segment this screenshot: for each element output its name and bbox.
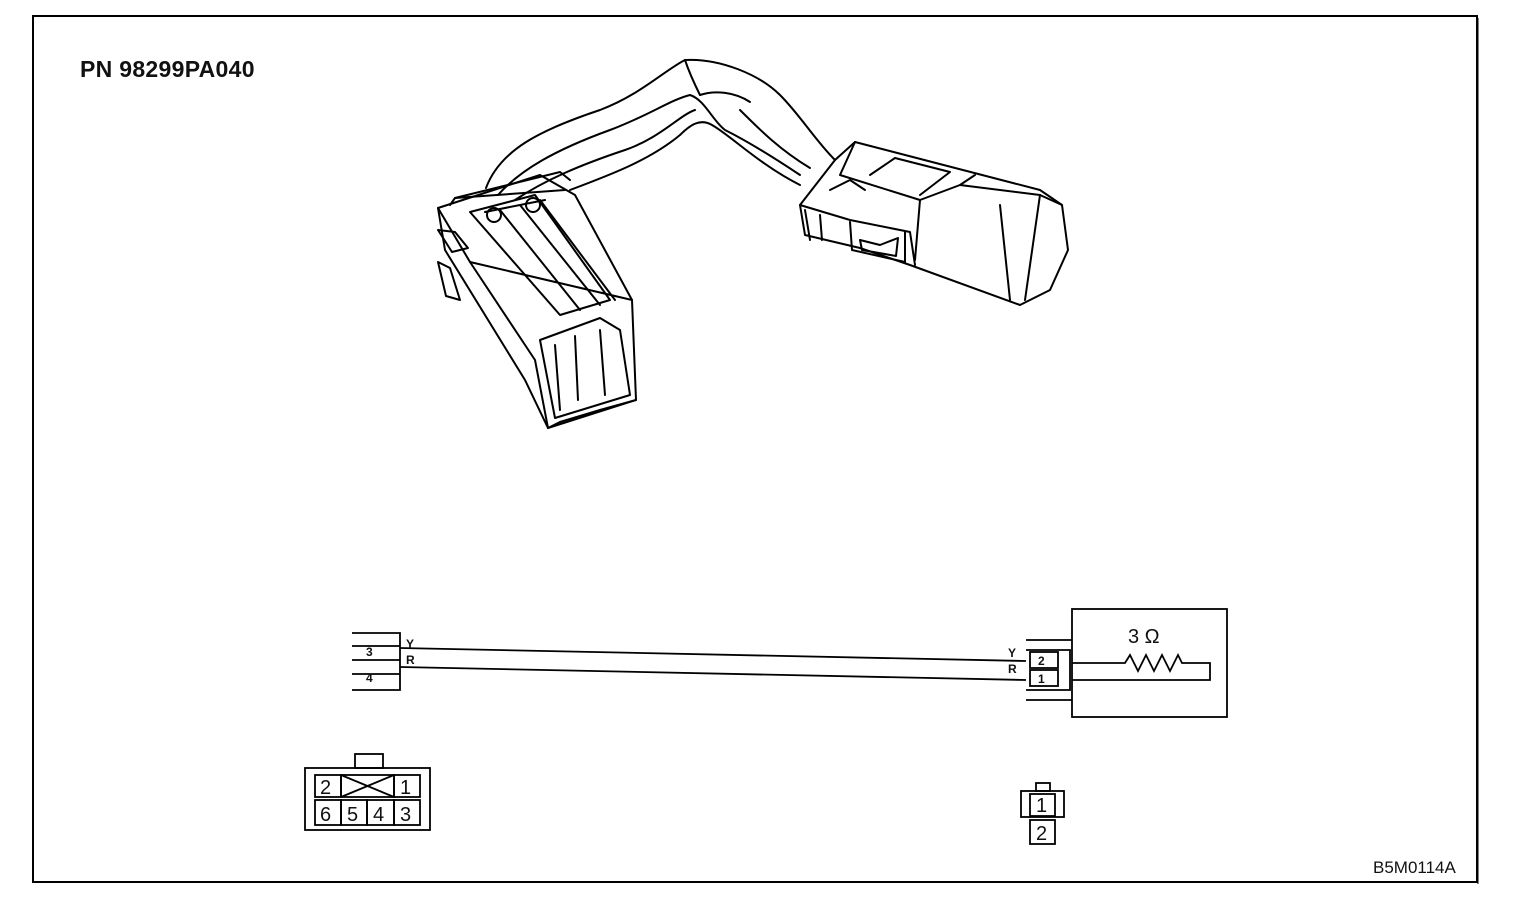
left-wire-color-1: Y: [406, 637, 414, 651]
right-terminal-1: 2: [1038, 654, 1045, 668]
right-wire-color-1: Y: [1008, 646, 1016, 660]
page-title: PN 98299PA040: [80, 56, 255, 82]
face-2pin-pin-2: 2: [1036, 823, 1047, 845]
figure-code: B5M0114A: [1373, 858, 1456, 877]
schematic-labels: 3 4 Y R Y R 2 1 3 Ω 2 1 6 5 4 3 1 2: [320, 626, 1160, 845]
face-2pin-latch: [1035, 782, 1051, 792]
left-connector-bracket: [352, 632, 401, 691]
left-terminal-1: 3: [366, 645, 373, 659]
face-6pin-pin-1: 1: [400, 777, 411, 799]
outer-border: [32, 15, 1478, 883]
face-6pin-pin-6: 6: [320, 804, 331, 826]
face-6pin-body: [304, 767, 431, 831]
face-2pin-body: [1020, 790, 1065, 818]
face-6pin-pin-3: 3: [400, 804, 411, 826]
face-6pin-latch: [354, 753, 384, 769]
resistor-label: 3 Ω: [1128, 626, 1160, 648]
wire-r: [399, 666, 1027, 681]
right-connector-bracket: [1026, 639, 1072, 701]
left-terminal-2: 4: [366, 671, 373, 685]
right-terminal-2: 1: [1038, 672, 1045, 686]
face-6pin-pin-4: 4: [373, 804, 384, 826]
right-wire-color-2: R: [1008, 662, 1017, 676]
face-6pin-pin-5: 5: [347, 804, 358, 826]
harness-illustration: [437, 58, 1069, 429]
face-2pin-pin-1: 1: [1036, 795, 1047, 817]
wire-y: [399, 647, 1027, 662]
schematic: [304, 608, 1228, 845]
resistor-symbol: [1072, 652, 1211, 681]
face-6pin-pin-2: 2: [320, 777, 331, 799]
left-wire-color-2: R: [406, 653, 415, 667]
